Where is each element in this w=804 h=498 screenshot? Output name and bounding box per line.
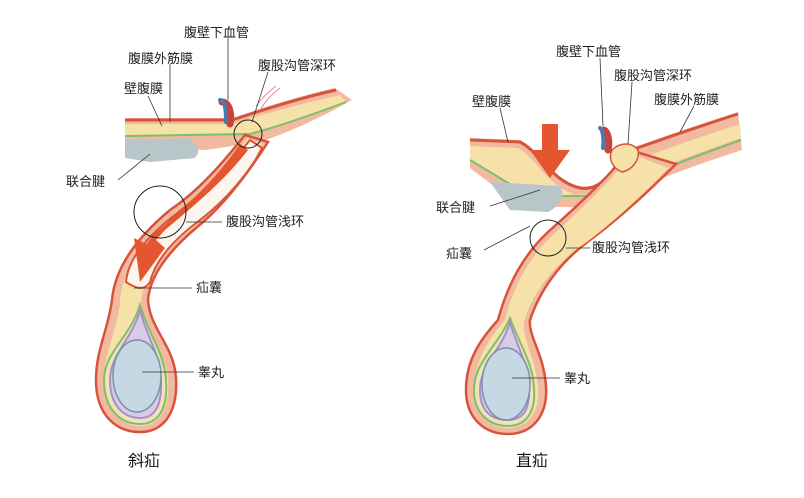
abdominal-wall-yellow — [125, 95, 346, 136]
direct-vessel-blue — [598, 126, 606, 150]
indirect-superficial-ring-marker — [133, 185, 187, 239]
label-fascia-left: 腹膜外筋膜 — [128, 51, 193, 67]
leader-conjoint-left — [117, 153, 151, 181]
indirect-hernia-panel: 腹壁下血管 腹膜外筋膜 壁腹膜 腹股沟管深环 联合腱 腹股沟管浅环 疝囊 睾丸 … — [66, 25, 352, 470]
abdominal-wall-red-line — [125, 88, 337, 122]
caption-indirect: 斜疝 — [128, 451, 160, 470]
label-testis-left: 睾丸 — [198, 365, 224, 381]
leader-deep-ring-right — [627, 81, 633, 145]
direct-wall-yellow — [470, 124, 741, 197]
leader-peritoneum-left — [147, 95, 163, 127]
label-conjoint-right: 联合腱 — [436, 201, 475, 216]
label-fascia-right: 腹膜外筋膜 — [654, 92, 719, 108]
label-testis-right: 睾丸 — [564, 371, 590, 387]
indirect-deep-ring-marker — [233, 119, 263, 149]
indirect-vessel-blue — [218, 98, 228, 124]
leader-sac-right — [483, 225, 531, 251]
leader-vessels-right — [599, 57, 604, 127]
direct-superficial-ring-marker — [529, 219, 567, 257]
direct-vessel-red — [600, 126, 613, 154]
indirect-testis — [112, 339, 162, 413]
direct-hernia-panel: 腹壁下血管 腹股沟管深环 壁腹膜 腹膜外筋膜 联合腱 疝囊 腹股沟管浅环 睾丸 … — [436, 44, 742, 470]
label-deep-ring-left: 腹股沟管深环 — [258, 58, 336, 74]
label-sac-right: 疝囊 — [446, 246, 472, 262]
label-peritoneum-right: 壁腹膜 — [472, 94, 511, 110]
leader-peritoneum-right — [499, 107, 509, 143]
caption-direct: 直疝 — [516, 451, 548, 470]
label-sac-left: 疝囊 — [196, 280, 222, 296]
label-conjoint-left: 联合腱 — [66, 175, 105, 190]
label-superficial-left: 腹股沟管浅环 — [226, 214, 304, 230]
direct-wall-grey — [490, 182, 563, 212]
label-superficial-right: 腹股沟管浅环 — [592, 240, 670, 256]
direct-arrow — [530, 124, 570, 178]
label-peritoneum-left: 壁腹膜 — [124, 81, 163, 97]
indirect-arrow — [134, 144, 248, 282]
leader-deep-ring-left — [251, 71, 269, 123]
abdominal-wall-grey — [125, 138, 199, 162]
abdominal-wall-green — [124, 101, 347, 137]
label-vessels-left: 腹壁下血管 — [184, 25, 249, 41]
direct-deep-ring-cap — [609, 143, 640, 173]
leader-conjoint-right — [489, 189, 541, 207]
direct-testis — [481, 347, 531, 421]
label-deep-ring-right: 腹股沟管深环 — [614, 68, 692, 84]
leader-fascia-right — [679, 105, 695, 133]
label-vessels-right: 腹壁下血管 — [556, 44, 621, 60]
